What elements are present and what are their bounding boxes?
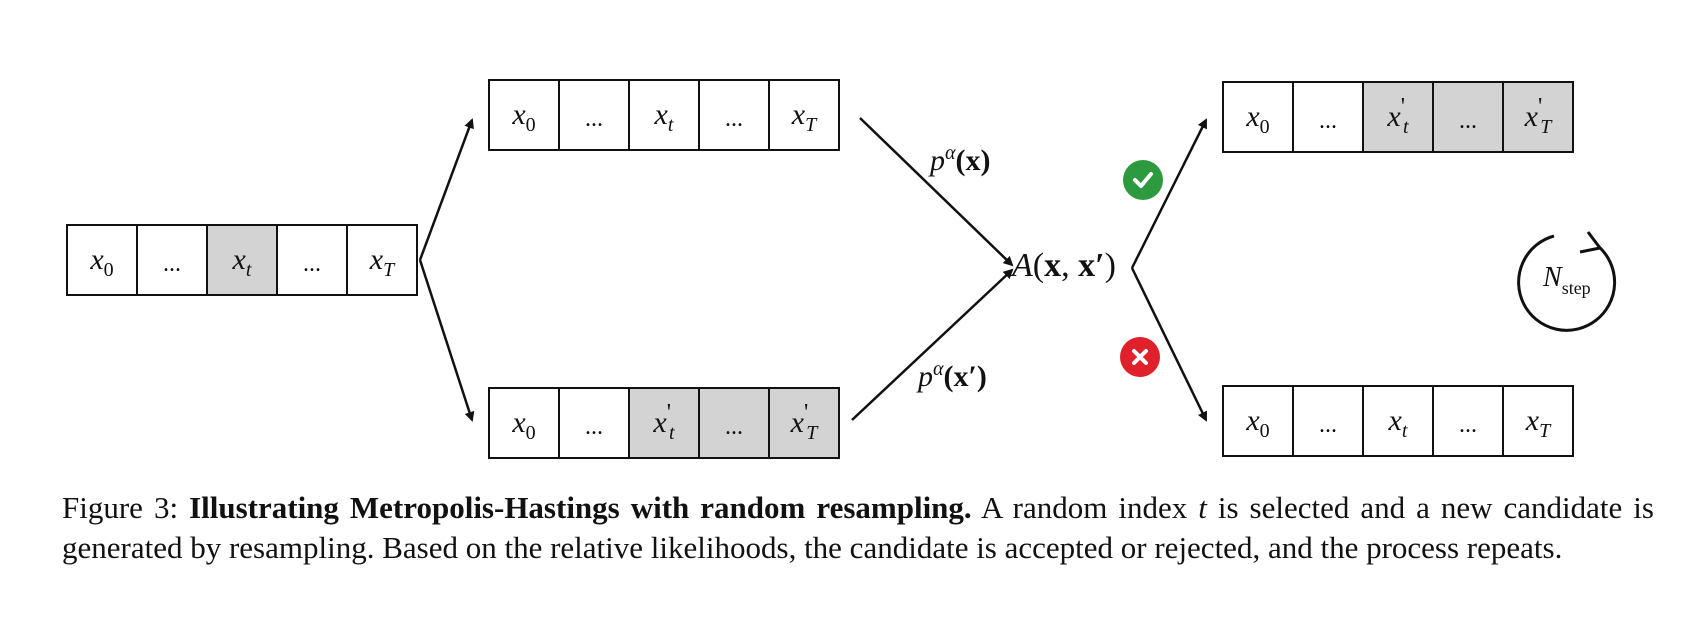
sequence-cell: ...	[276, 224, 348, 296]
ellipsis: ...	[585, 105, 603, 132]
cell-subscript: t	[667, 113, 674, 136]
cell-variable: x	[1246, 404, 1260, 437]
sequence-cell: ...	[558, 79, 630, 151]
likelihood-current-label: pα(x)	[930, 142, 991, 177]
sequence-cell: ...	[558, 387, 630, 459]
ellipsis: ...	[1319, 411, 1337, 438]
cell-variable: x	[512, 98, 526, 131]
sequence-cell: ...	[1292, 385, 1364, 457]
caption-text-1: A random index	[971, 490, 1199, 525]
n-step-label: Nstep	[1543, 262, 1591, 298]
ellipsis: ...	[725, 105, 743, 132]
arrow-to-current	[418, 118, 474, 261]
sequence-cell: ...	[1432, 81, 1504, 153]
arrow-to-candidate	[418, 259, 475, 422]
cell-subscript: T	[383, 258, 395, 281]
ellipsis: ...	[303, 250, 321, 277]
caption-variable: t	[1198, 490, 1207, 525]
ellipsis: ...	[1459, 411, 1477, 438]
cell-variable: x	[790, 406, 804, 439]
cell-variable: x	[1525, 404, 1540, 437]
likelihood-candidate-label: pα(x′)	[918, 358, 987, 393]
sequence-cell: x'T	[1502, 81, 1574, 153]
cell-variable: x	[1387, 100, 1401, 133]
cell-variable: x	[232, 243, 246, 276]
arrow-candidate-to-acceptance	[851, 268, 1014, 421]
ellipsis: ...	[585, 413, 603, 440]
cell-subscript: t	[1401, 419, 1408, 442]
arrow-to-accepted	[1130, 118, 1208, 269]
cell-subscript: t	[245, 258, 252, 281]
cell-subscript: T	[1539, 419, 1551, 442]
cell-prime: '	[1400, 93, 1406, 120]
acceptance-label: A(x, x′)	[1012, 247, 1116, 284]
cell-subscript: 0	[1259, 419, 1270, 442]
arrow-current-to-acceptance	[859, 117, 1014, 267]
cell-variable: x	[369, 243, 384, 276]
sequence-cell: ...	[698, 387, 770, 459]
caption-prefix: Figure 3:	[62, 490, 190, 525]
cell-subscript: 0	[103, 258, 114, 281]
caption-text-2: is selected and a new candidate is gener…	[62, 490, 1654, 565]
cell-variable: x	[654, 98, 668, 131]
ellipsis: ...	[1459, 107, 1477, 134]
cell-prime: '	[803, 399, 809, 426]
cell-prime: '	[666, 399, 672, 426]
cell-subscript: T	[805, 113, 817, 136]
caption-title: Illustrating Metropolis-Hastings with ra…	[189, 490, 972, 525]
cell-variable: x	[1246, 100, 1260, 133]
cell-subscript: 0	[525, 421, 536, 444]
cell-subscript: 0	[525, 113, 536, 136]
cell-variable: x	[1524, 100, 1538, 133]
cell-subscript: T	[806, 421, 818, 444]
cell-subscript: t	[1403, 115, 1409, 138]
figure-caption: Figure 3: Illustrating Metropolis-Hastin…	[62, 488, 1654, 568]
sequence-cell: ...	[1432, 385, 1504, 457]
ellipsis: ...	[725, 413, 743, 440]
sequence-cell: ...	[1292, 81, 1364, 153]
cell-subscript: T	[1540, 115, 1552, 138]
ellipsis: ...	[163, 250, 181, 277]
sequence-cell: x'T	[768, 387, 840, 459]
sequence-cell: x't	[1362, 81, 1434, 153]
cell-variable: x	[791, 98, 806, 131]
cell-prime: '	[1537, 93, 1543, 120]
cell-subscript: t	[669, 421, 675, 444]
cell-variable: x	[1388, 404, 1402, 437]
cell-variable: x	[512, 406, 526, 439]
cycle-arrow-icon	[1517, 231, 1617, 332]
cell-subscript: 0	[1259, 115, 1270, 138]
check-circle-icon	[1123, 160, 1163, 200]
arrow-to-rejected	[1130, 267, 1208, 422]
ellipsis: ...	[1319, 107, 1337, 134]
cell-variable: x	[90, 243, 104, 276]
x-circle-icon	[1120, 337, 1160, 377]
sequence-cell: ...	[136, 224, 208, 296]
cell-variable: x	[653, 406, 667, 439]
sequence-cell: ...	[698, 79, 770, 151]
sequence-cell: x't	[628, 387, 700, 459]
